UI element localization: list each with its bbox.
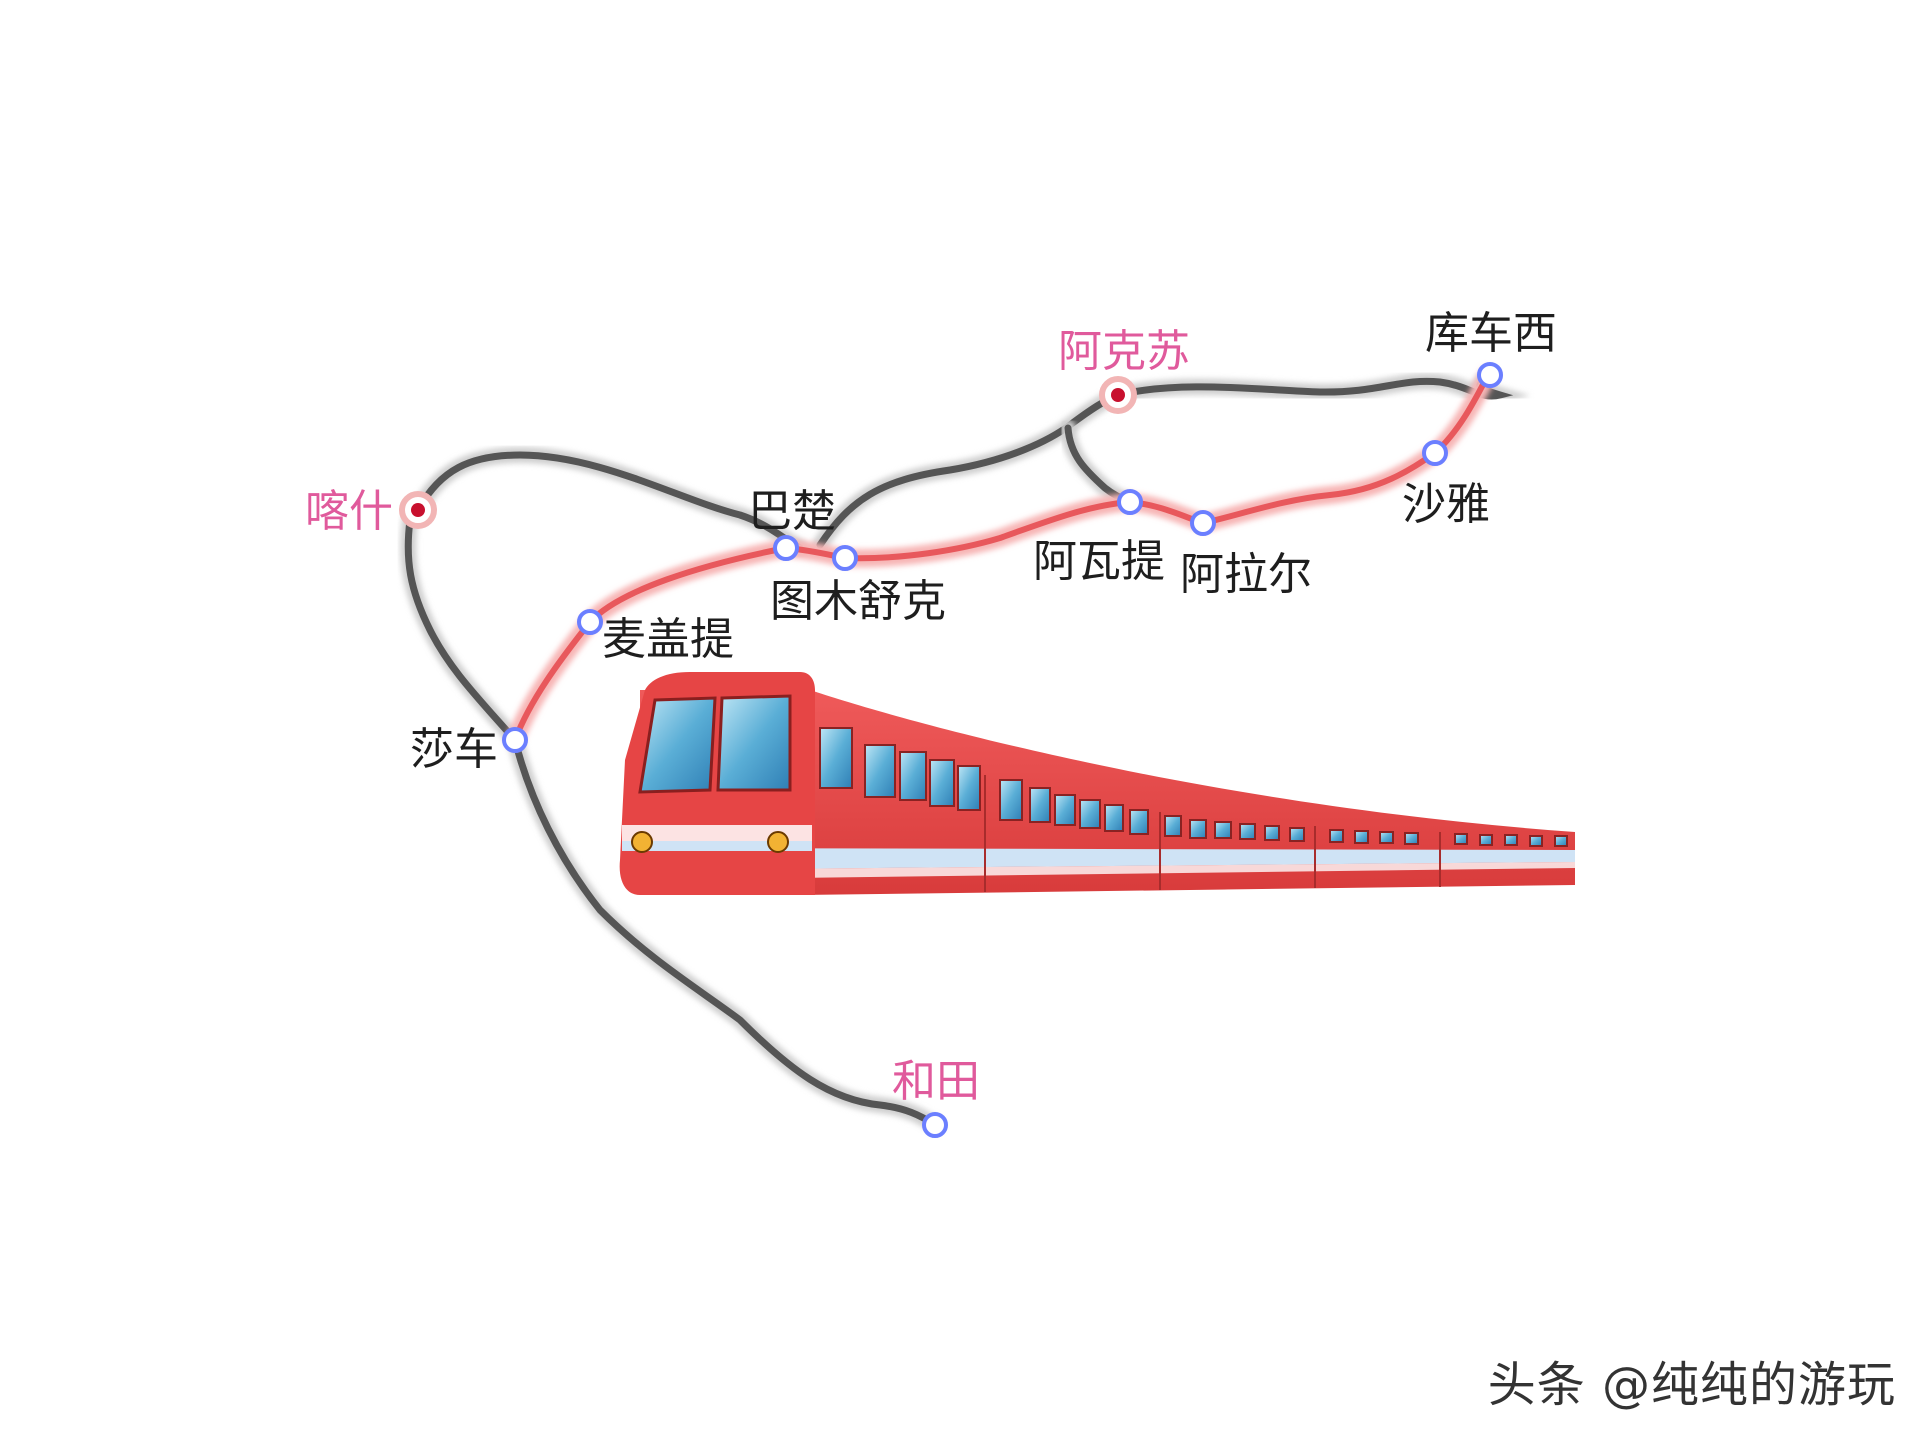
station-label-awati: 阿瓦提 — [1033, 536, 1165, 587]
station-kashgar-marker[interactable] — [399, 491, 437, 529]
station-label-aksu: 阿克苏 — [1058, 326, 1190, 377]
gray-line-aksu-awati — [1060, 420, 1138, 510]
station-label-kashgar: 喀什 — [305, 486, 393, 537]
station-label-shache: 莎车 — [410, 724, 498, 775]
station-markers — [399, 362, 1503, 1138]
station-label-shaya: 沙雅 — [1402, 479, 1490, 530]
headlight-left — [631, 831, 653, 853]
front-window-right — [716, 694, 792, 792]
station-kuchexi-marker[interactable] — [1477, 362, 1503, 388]
station-label-alaer: 阿拉尔 — [1180, 549, 1312, 600]
station-hetian-marker[interactable] — [922, 1112, 948, 1138]
red-rail-line — [506, 366, 1497, 749]
train-illustration — [619, 672, 1575, 895]
station-label-kuchexi: 库车西 — [1425, 308, 1557, 359]
station-alaer-marker[interactable] — [1190, 510, 1216, 536]
front-window-left — [638, 696, 717, 794]
station-maigaiti-marker[interactable] — [577, 609, 603, 635]
red-line-shache-kuchexi — [512, 372, 1491, 743]
station-aksu-marker[interactable] — [1099, 376, 1137, 414]
station-label-hetian: 和田 — [892, 1056, 980, 1107]
station-tumushuke-marker[interactable] — [832, 545, 858, 571]
station-awati-marker[interactable] — [1117, 489, 1143, 515]
station-label-tumushuke: 图木舒克 — [770, 576, 946, 627]
gray-rail-lines — [400, 367, 1531, 1133]
station-label-bachu: 巴楚 — [748, 486, 836, 537]
watermark: 头条 @纯纯的游玩 — [1487, 1357, 1896, 1413]
gray-line-kashgar-shache — [400, 512, 523, 748]
station-shaya-marker[interactable] — [1422, 440, 1448, 466]
gray-line-bachu-aksu — [812, 387, 1126, 553]
station-label-maigaiti: 麦盖提 — [602, 614, 734, 665]
headlight-right — [767, 831, 789, 853]
station-bachu-marker[interactable] — [773, 535, 799, 561]
station-shache-marker[interactable] — [502, 727, 528, 753]
